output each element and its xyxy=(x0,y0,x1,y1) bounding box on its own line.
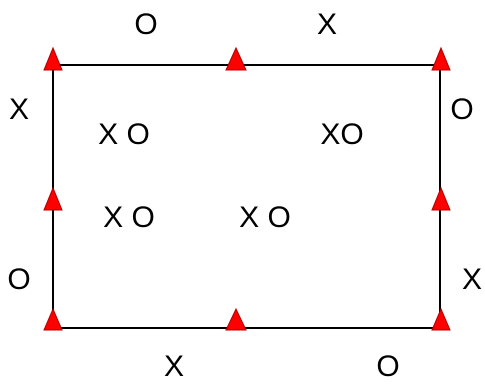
triangle-marker-icon xyxy=(431,46,451,71)
triangle-marker-icon xyxy=(43,46,63,71)
edge-label-right-upper: O xyxy=(450,93,473,126)
edge-label-left-lower: O xyxy=(7,263,30,296)
diagram-labels: O X X O O X X O X O XO X O X O xyxy=(7,8,482,383)
cell-label-top-right: XO xyxy=(320,118,363,151)
edge-label-left-upper: X xyxy=(9,93,29,126)
triangle-marker-icon xyxy=(225,46,247,71)
edge-label-right-lower: X xyxy=(462,263,482,296)
triangle-markers xyxy=(43,46,451,331)
edge-label-top-right: X xyxy=(317,8,337,41)
edge-label-bottom-left: X xyxy=(164,350,184,383)
triangle-marker-icon xyxy=(431,186,451,211)
triangle-marker-icon xyxy=(43,186,63,211)
triangle-marker-icon xyxy=(43,307,63,331)
cell-label-bottom-middle: X O xyxy=(239,201,291,234)
triangle-marker-icon xyxy=(225,307,247,331)
edge-label-bottom-right: O xyxy=(376,350,399,383)
edge-label-top-left: O xyxy=(134,8,157,41)
triangle-marker-icon xyxy=(431,307,451,331)
cell-label-top-left: X O xyxy=(98,118,150,151)
cell-label-bottom-left: X O xyxy=(103,201,155,234)
